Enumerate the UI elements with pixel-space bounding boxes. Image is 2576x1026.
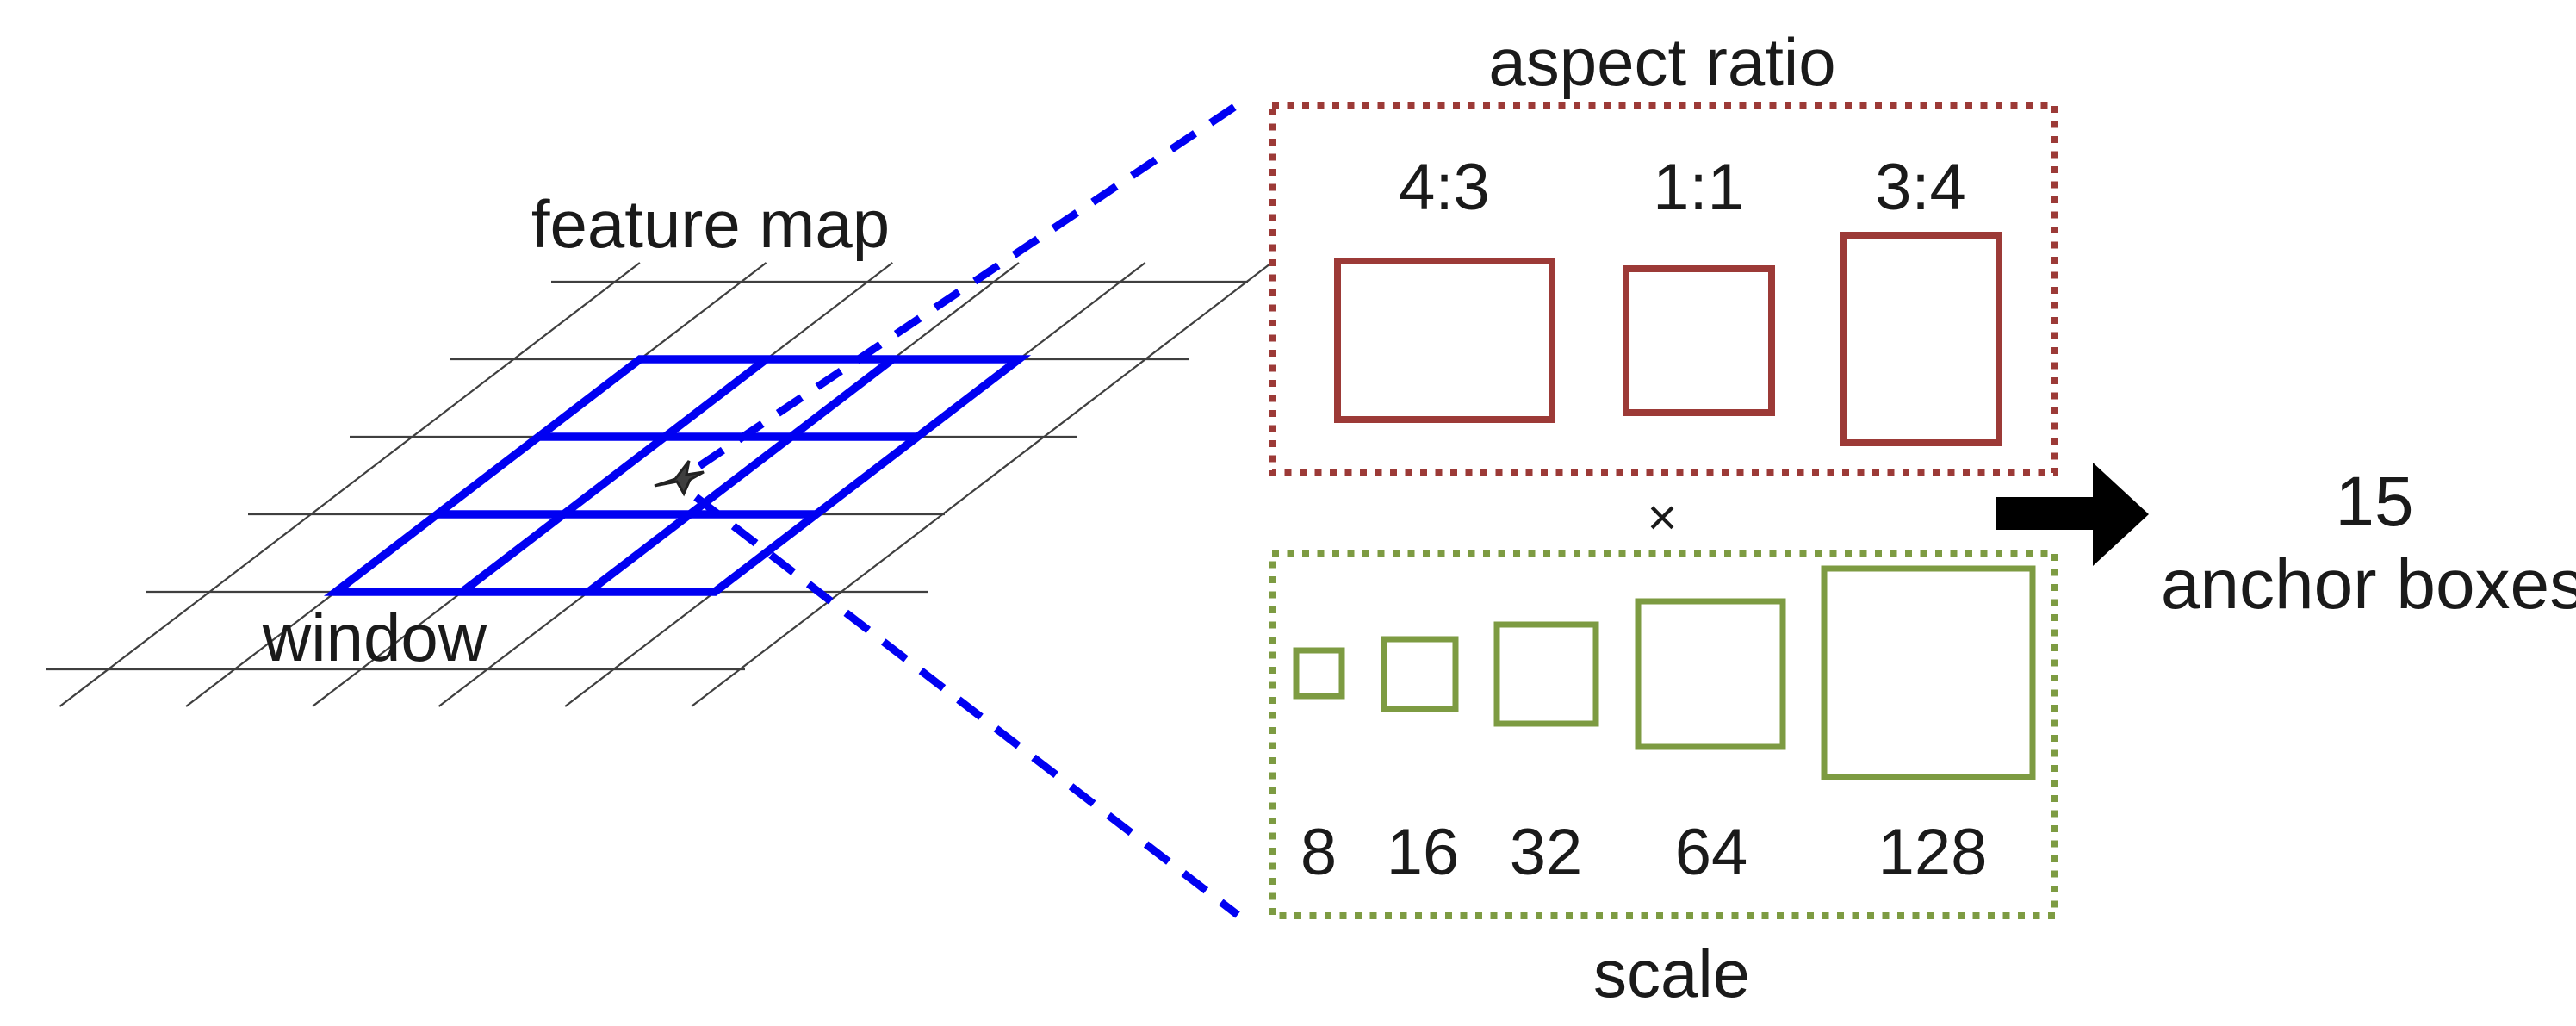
grid-col-line xyxy=(691,262,1273,707)
dashed-connector-lower xyxy=(693,494,1240,918)
output-count: 15 xyxy=(2335,463,2413,541)
aspect-ratio-box-3-4 xyxy=(1840,232,2002,446)
output-text: 15 anchor boxes xyxy=(2161,463,2576,624)
window-to-panel-connectors xyxy=(693,99,1244,918)
aspect-ratio-box-4-3 xyxy=(1334,258,1555,423)
scale-box-128 xyxy=(1821,565,2036,780)
output-caption: anchor boxes xyxy=(2161,545,2576,624)
sliding-window-outline xyxy=(323,355,1032,596)
scale-label-64: 64 xyxy=(1675,816,1748,889)
scale-box-32 xyxy=(1493,621,1599,727)
scale-label-128: 128 xyxy=(1878,816,1988,889)
scale-box-16 xyxy=(1381,636,1459,712)
aspect-ratio-panel: aspect ratio 4:3 1:1 3:4 xyxy=(1269,24,2058,476)
scale-box-8 xyxy=(1293,647,1345,700)
aspect-ratio-dotted-border xyxy=(1269,102,2058,476)
grid-col-line xyxy=(59,262,641,707)
aspect-ratio-label-4-3: 4:3 xyxy=(1399,151,1490,224)
dashed-connector-upper xyxy=(697,99,1244,469)
scale-box-64 xyxy=(1635,598,1786,750)
scale-label-8: 8 xyxy=(1300,816,1337,889)
aspect-ratio-label-3-4: 3:4 xyxy=(1875,151,1966,224)
right-arrow-icon xyxy=(1996,463,2149,566)
aspect-ratio-title: aspect ratio xyxy=(1488,24,1835,100)
scale-panel: 8 16 32 64 128 scale xyxy=(1269,550,2058,1011)
scale-title: scale xyxy=(1593,936,1750,1011)
scale-label-32: 32 xyxy=(1510,816,1583,889)
window-inner-col-line xyxy=(586,356,896,595)
sliding-window xyxy=(323,355,1032,596)
aspect-ratio-label-1-1: 1:1 xyxy=(1653,151,1744,224)
aspect-ratio-box-1-1 xyxy=(1623,265,1775,416)
window-inner-col-line xyxy=(459,356,769,595)
window-center-star-icon xyxy=(654,460,705,497)
feature-map-label: feature map xyxy=(531,186,890,262)
window-label: window xyxy=(262,600,487,675)
scale-label-16: 16 xyxy=(1387,816,1460,889)
multiply-symbol: × xyxy=(1647,488,1677,546)
